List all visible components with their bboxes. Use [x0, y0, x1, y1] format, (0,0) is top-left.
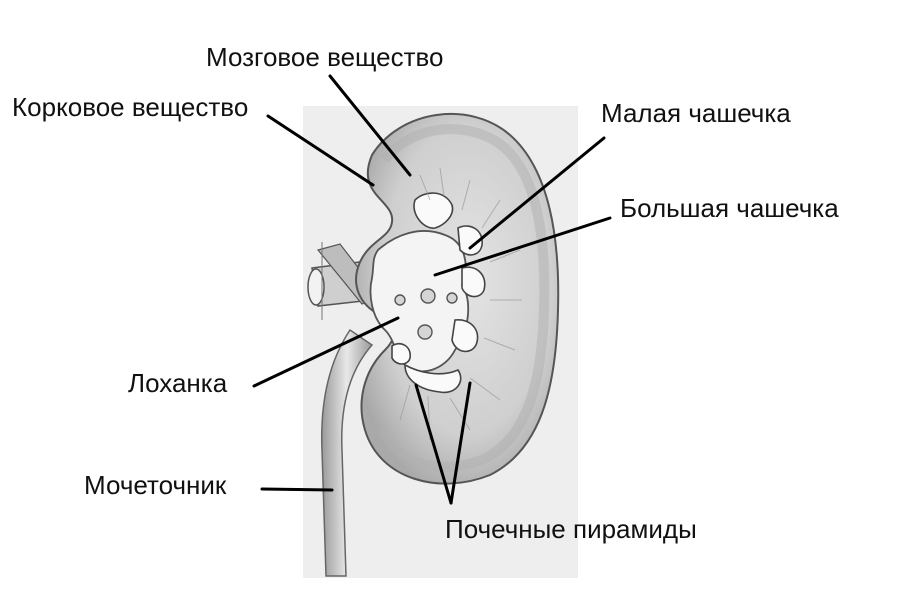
label-cortex: Корковое вещество: [12, 92, 249, 122]
ureter-tube: [320, 328, 374, 577]
leader-pyramid-left: [414, 383, 453, 505]
label-pelvis: Лоханка: [128, 368, 228, 398]
leader-pyramid-right: [449, 381, 472, 505]
papillae: [394, 288, 458, 340]
leader-pelvis: [252, 316, 400, 388]
calyces: [391, 192, 486, 394]
leader-minor-calyx: [468, 136, 606, 250]
leader-lines: [252, 74, 612, 505]
medulla-striations: [399, 167, 522, 441]
label-ureter: Мочеточник: [84, 470, 227, 500]
label-pyramids: Почечные пирамиды: [445, 514, 697, 544]
leader-ureter: [260, 487, 334, 492]
leader-medulla: [328, 74, 412, 177]
leader-major-calyx: [433, 216, 612, 277]
renal-sinus: [369, 230, 470, 373]
leader-cortex: [266, 114, 375, 187]
label-major-calyx: Большая чашечка: [620, 193, 839, 223]
label-medulla: Мозговое вещество: [206, 42, 444, 72]
label-minor-calyx: Малая чашечка: [601, 98, 791, 128]
